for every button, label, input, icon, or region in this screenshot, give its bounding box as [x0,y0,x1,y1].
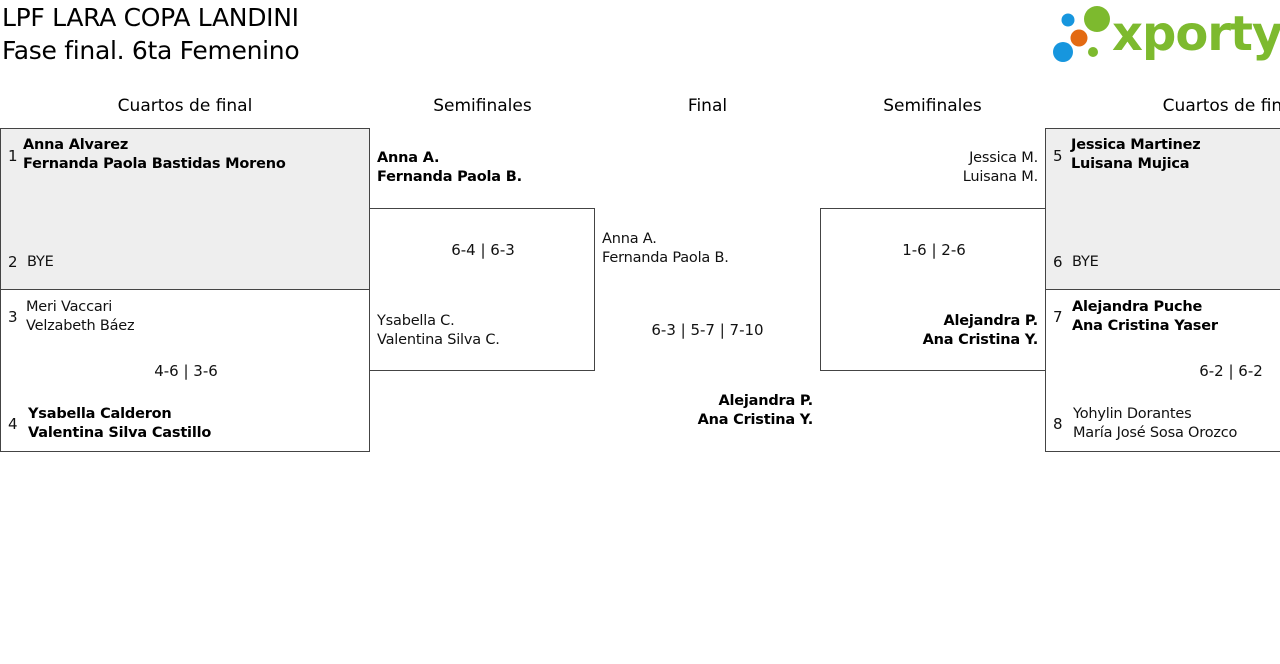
match-score: 1-6 | 2-6 [902,241,966,259]
match-score: 6-4 | 6-3 [451,241,515,259]
player-name: Ysabella C. [377,313,455,329]
seed-number: 5 [1053,147,1063,165]
seed-number: 3 [8,308,18,326]
logo-wordmark: xporty [1112,6,1280,62]
player-name: Velzabeth Báez [26,318,135,334]
left-sf-player: Anna A. [377,150,440,166]
player-name: Ysabella Calderon [28,406,172,422]
player-name: Ana Cristina Yaser [1072,318,1218,334]
left-sf-match: 6-4 | 6-3 Ysabella C. Valentina Silva C. [369,208,595,371]
round-final: Final [687,96,728,116]
final-player: Fernanda Paola B. [602,250,729,266]
match-score: 4-6 | 3-6 [154,362,218,380]
seed-number: 2 [8,253,18,271]
player-name: Alejandra P. [943,313,1038,329]
player-name: Valentina Silva Castillo [28,425,212,441]
player-name: Valentina Silva C. [377,332,500,348]
xporty-logo: xporty [1050,4,1280,68]
player-name: Jessica Martinez [1071,137,1201,153]
final-player: Anna A. [602,231,657,247]
player-name: Anna Alvarez [23,137,129,153]
round-left-semifinals: Semifinales [433,96,532,116]
match-score: 6-2 | 6-2 [1199,362,1263,380]
final-player: Alejandra P. [718,393,813,409]
right-sf-match: 1-6 | 2-6 Alejandra P. Ana Cristina Y. [820,208,1046,371]
seed-number: 6 [1053,253,1063,271]
left-qf-match-1: 1 Anna Alvarez Fernanda Paola Bastidas M… [0,128,370,290]
player-name: María José Sosa Orozco [1073,425,1238,441]
player-name: Luisana Mujica [1071,156,1190,172]
bye-label: BYE [27,254,54,270]
phase-subtitle: Fase final. 6ta Femenino [2,36,300,65]
player-name: Ana Cristina Y. [922,332,1039,348]
right-qf-match-1: 5 Jessica Martinez Luisana Mujica 6 BYE [1045,128,1280,290]
seed-number: 8 [1053,415,1063,433]
round-left-quarterfinals: Cuartos de final [117,96,253,116]
seed-number: 4 [8,415,18,433]
logo-dots-icon [1053,6,1110,62]
final-player: Ana Cristina Y. [697,412,814,428]
player-name: Fernanda Paola Bastidas Moreno [23,156,286,172]
right-qf-match-2: 7 Alejandra Puche Ana Cristina Yaser 6-2… [1045,289,1280,452]
tournament-title: LPF LARA COPA LANDINI [2,3,299,32]
seed-number: 7 [1053,308,1063,326]
player-name: Yohylin Dorantes [1073,406,1192,422]
seed-number: 1 [8,147,18,165]
right-sf-player: Luisana M. [962,169,1038,185]
left-qf-match-2: 3 Meri Vaccari Velzabeth Báez 4-6 | 3-6 … [0,289,370,452]
final-score: 6-3 | 5-7 | 7-10 [651,321,764,339]
left-sf-player: Fernanda Paola B. [377,169,522,185]
round-right-quarterfinals: Cuartos de final [1162,96,1280,116]
bye-label: BYE [1072,254,1099,270]
player-name: Alejandra Puche [1072,299,1203,315]
player-name: Meri Vaccari [26,299,113,315]
right-sf-player: Jessica M. [969,150,1038,166]
round-right-semifinals: Semifinales [883,96,982,116]
